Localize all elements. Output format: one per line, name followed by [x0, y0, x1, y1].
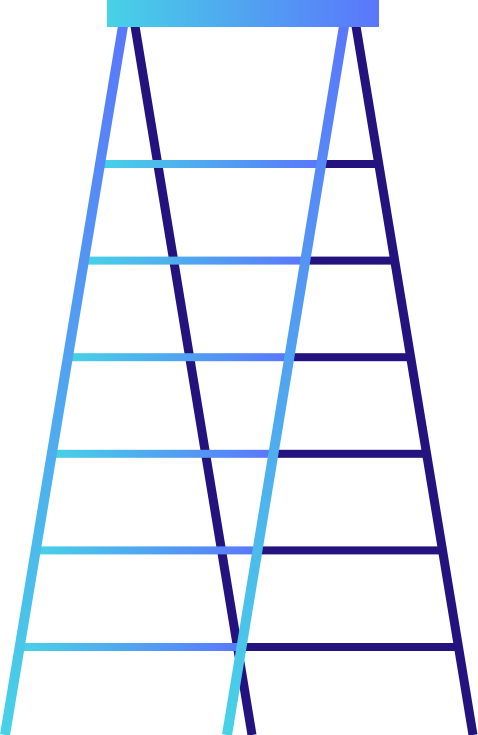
- ladder-top-step: [107, 0, 379, 27]
- ladder-front-rung: [51, 449, 274, 458]
- ladder-front-rung: [35, 546, 258, 555]
- ladder-back-rung: [273, 449, 427, 458]
- ladder-back-rung: [241, 643, 459, 651]
- ladder-back-frame: [129, 19, 478, 735]
- ladder-back-rung: [305, 256, 395, 265]
- ladder-front-rung: [100, 160, 322, 168]
- ladder-back-rail-right: [350, 19, 478, 735]
- ladder-back-rung: [289, 353, 411, 362]
- ladder-front-rail-right: [222, 19, 350, 735]
- ladder-back-rail-left: [129, 19, 257, 735]
- ladder-front-frame: [0, 19, 350, 735]
- ladder-back-rung: [257, 546, 443, 555]
- ladder-front-rung: [83, 256, 306, 265]
- ladder-front-rung: [67, 353, 290, 362]
- ladder-front-rung: [19, 643, 242, 651]
- ladder-front-rail-left: [0, 19, 129, 735]
- ladder-back-rung: [321, 160, 379, 168]
